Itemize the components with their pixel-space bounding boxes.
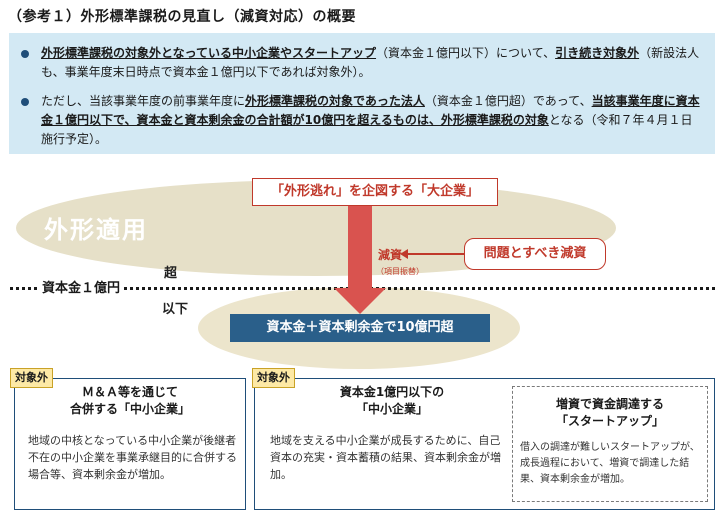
applied-zone-label: 外形適用 [44, 216, 148, 244]
card-sme-body: 地域を支える中小企業が成長するために、自己資本の充実・資本蓄積の結果、資本剰余金… [270, 434, 501, 481]
summary-bullet-2: ただし、当該事業年度の前事業年度に外形標準課税の対象であった法人（資本金１億円超… [21, 92, 701, 149]
below-threshold-label: 以下 [162, 302, 189, 317]
problem-reduction-box: 問題とすべき減資 [464, 238, 606, 270]
summary-text: （資本金１億円以下）について、 [376, 46, 556, 60]
summary-bullet-1-text: 外形標準課税の対象外となっている中小企業やスタートアップ（資本金１億円以下）につ… [41, 44, 701, 82]
summary-text: ただし、当該事業年度の前事業年度に [41, 94, 246, 108]
excluded-tag: 対象外 [10, 368, 53, 388]
reduction-label: 減資 [378, 248, 403, 262]
bullet-dot-icon [21, 98, 29, 106]
card-sme-title: 資本金1億円以下の 「中小企業」 [339, 385, 445, 416]
excluded-tag: 対象外 [252, 368, 295, 388]
large-corp-box: 「外形逃れ」を企図する「大企業」 [252, 178, 498, 206]
left-arrow-icon [400, 249, 408, 259]
emphasized-text: 外形標準課税の対象外となっている中小企業やスタートアップ [41, 46, 377, 60]
emphasized-text: 外形標準課税の対象であった法人 [245, 94, 425, 108]
capital-threshold-label: 資本金１億円 [38, 277, 125, 296]
threshold-box: 資本金＋資本剰余金で10億円超 [230, 314, 490, 342]
above-threshold-label: 超 [164, 266, 178, 281]
summary-text: （新設法人も、事業年度末日時点で資本金１億円以下であれば対象外）。 [41, 46, 700, 79]
summary-box: 外形標準課税の対象外となっている中小企業やスタートアップ（資本金１億円以下）につ… [9, 33, 715, 154]
summary-text: となる（令和７年４月１日施行予定）。 [41, 113, 693, 146]
card-startup-body: 借入の調達が難しいスタートアップが、成長過程において、増資で調達した結果、資本剰… [520, 442, 700, 485]
down-arrow-icon [334, 288, 386, 314]
excluded-card-ma [14, 378, 246, 510]
emphasized-text: 当該事業年度に資本金１億円以下で、資本金と資本剰余金の合計額が10億円を超えるも… [41, 94, 700, 127]
card-ma-body: 地域の中核となっている中小企業が後継者不在の中小企業を事業承継目的に合併する場合… [28, 434, 237, 481]
card-startup-title: 増資で資金調達する 「スタートアップ」 [555, 397, 664, 428]
summary-text: （資本金１億円超）であって、 [424, 94, 592, 108]
problem-link-line [406, 253, 464, 255]
summary-bullet-1: 外形標準課税の対象外となっている中小企業やスタートアップ（資本金１億円以下）につ… [21, 44, 701, 82]
card-ma-title: Ｍ＆Ａ等を通じて 合併する「中小企業」 [69, 385, 190, 416]
summary-bullet-2-text: ただし、当該事業年度の前事業年度に外形標準課税の対象であった法人（資本金１億円超… [41, 92, 701, 149]
reduction-sub-label: （項目振替） [376, 267, 424, 276]
bullet-dot-icon [21, 50, 29, 58]
emphasized-text: 引き続き対象外 [555, 46, 640, 60]
reduction-arrow-shaft [348, 206, 372, 290]
page-title: （参考１）外形標準課税の見直し（減資対応）の概要 [8, 9, 356, 25]
startup-box [512, 386, 708, 502]
